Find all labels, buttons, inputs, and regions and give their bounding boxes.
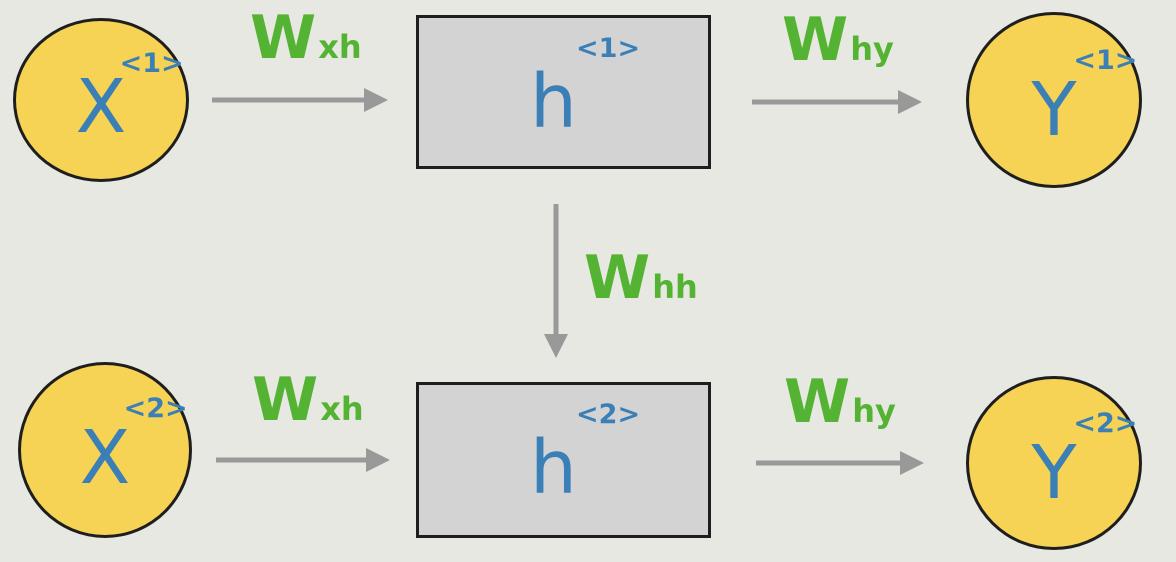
output-symbol: Y xyxy=(1031,67,1077,153)
weight-subscript: hh xyxy=(652,268,698,306)
arrowhead-h2-to-y2 xyxy=(900,451,924,475)
input-symbol: X xyxy=(79,415,131,501)
weight-letter: W xyxy=(252,365,319,435)
arrowhead-h1-to-h2 xyxy=(544,334,568,358)
output-superscript: <1> xyxy=(1073,45,1138,76)
weight-letter: W xyxy=(784,367,851,437)
output-node-2: Y <2> xyxy=(966,376,1142,550)
arrowhead-x2-to-h2 xyxy=(366,448,390,472)
weight-subscript: hy xyxy=(850,30,894,68)
input-symbol: X xyxy=(75,64,127,150)
input-superscript: <1> xyxy=(119,48,184,79)
output-superscript: <2> xyxy=(1073,408,1138,439)
weight-label-xh-1: Wxh xyxy=(250,8,362,68)
arrowhead-x1-to-h1 xyxy=(364,88,388,112)
weight-label-hh: Whh xyxy=(584,248,698,308)
weight-subscript: xh xyxy=(318,28,362,66)
hidden-symbol: h xyxy=(530,59,577,145)
weight-letter: W xyxy=(250,3,317,73)
weight-subscript: hy xyxy=(852,392,896,430)
hidden-superscript: <1> xyxy=(576,33,641,64)
input-node-1: X <1> xyxy=(13,18,189,182)
hidden-symbol: h xyxy=(530,425,577,511)
weight-letter: W xyxy=(782,5,849,75)
arrowhead-h1-to-y1 xyxy=(898,90,922,114)
weight-subscript: xh xyxy=(320,390,364,428)
hidden-state-box-1: h <1> xyxy=(416,15,711,169)
weight-label-hy-2: Why xyxy=(784,372,896,432)
output-symbol: Y xyxy=(1031,430,1077,516)
hidden-state-box-2: h <2> xyxy=(416,382,711,538)
input-superscript: <2> xyxy=(123,393,188,424)
weight-label-xh-2: Wxh xyxy=(252,370,364,430)
input-node-2: X <2> xyxy=(18,362,192,538)
weight-label-hy-1: Why xyxy=(782,10,894,70)
hidden-superscript: <2> xyxy=(576,399,641,430)
weight-letter: W xyxy=(584,243,651,313)
output-node-1: Y <1> xyxy=(966,12,1142,188)
